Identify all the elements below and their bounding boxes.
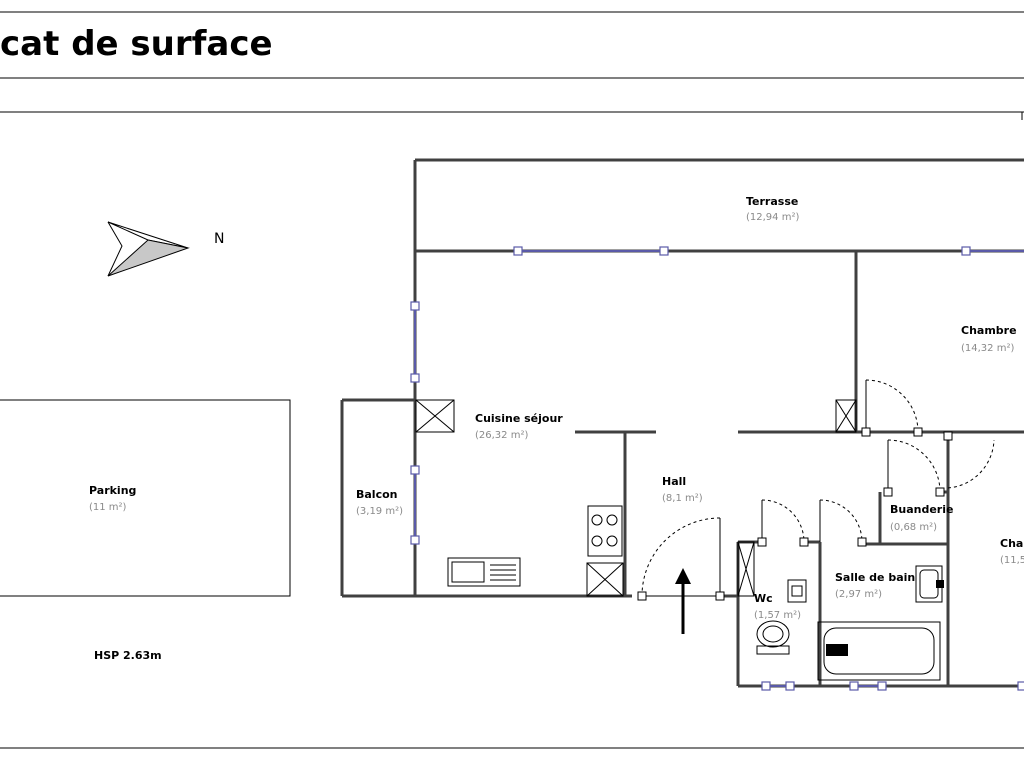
room-area: (11,5 [1000, 555, 1024, 566]
kitchen-sink-icon [447, 557, 521, 587]
frame [0, 11, 1024, 749]
windows [410, 246, 1024, 691]
parking-outline [0, 399, 291, 597]
room-name: Terrasse [746, 195, 798, 208]
room-name: Chambre [961, 324, 1017, 337]
room-area: (2,97 m²) [835, 589, 882, 600]
room-name: Salle de bain [835, 571, 915, 584]
room-cuisine-sejour: Cuisine séjour (26,32 m²) [475, 412, 563, 441]
room-terrasse: Terrasse (12,94 m²) [746, 195, 799, 223]
page-title: cat de surface [0, 24, 273, 64]
room-name: Balcon [356, 488, 398, 501]
bathtub-icon [817, 621, 941, 681]
room-area: (14,32 m²) [961, 343, 1014, 354]
room-area: (0,68 m²) [890, 522, 937, 533]
room-area: (11 m²) [89, 502, 127, 513]
room-buanderie: Buanderie (0,68 m²) [890, 503, 953, 533]
north-label: N [214, 231, 224, 247]
room-area: (3,19 m²) [356, 506, 403, 517]
wc-sink-icon [787, 579, 807, 603]
room-name: Parking [89, 484, 136, 497]
room-name: Cha [1000, 537, 1023, 550]
walls [340, 158, 1024, 688]
room-area: (8,1 m²) [662, 493, 703, 504]
north-arrow-icon [107, 221, 190, 277]
toilet-icon [756, 620, 790, 655]
room-chambre-2: Cha (11,5 [1000, 537, 1024, 566]
room-name: Buanderie [890, 503, 953, 516]
doors [637, 379, 995, 601]
bathroom-sink-icon [915, 565, 944, 603]
room-wc: Wc (1,57 m²) [754, 592, 801, 621]
ventilation-shafts [415, 399, 857, 597]
room-hall: Hall (8,1 m²) [662, 475, 703, 504]
room-balcon: Balcon (3,19 m²) [356, 488, 403, 517]
room-area: (12,94 m²) [746, 212, 799, 223]
entrance-arrow-icon [675, 568, 691, 634]
ceiling-height-note: HSP 2.63m [94, 649, 162, 662]
room-area: (1,57 m²) [754, 610, 801, 621]
room-salle-de-bain: Salle de bain (2,97 m²) [835, 571, 915, 600]
room-name: Hall [662, 475, 686, 488]
room-chambre: Chambre (14,32 m²) [961, 324, 1017, 354]
room-name: Cuisine séjour [475, 412, 563, 425]
stove-icon [587, 505, 623, 557]
room-name: Wc [754, 592, 773, 605]
room-area: (26,32 m²) [475, 430, 528, 441]
room-parking: Parking (11 m²) [89, 484, 136, 513]
